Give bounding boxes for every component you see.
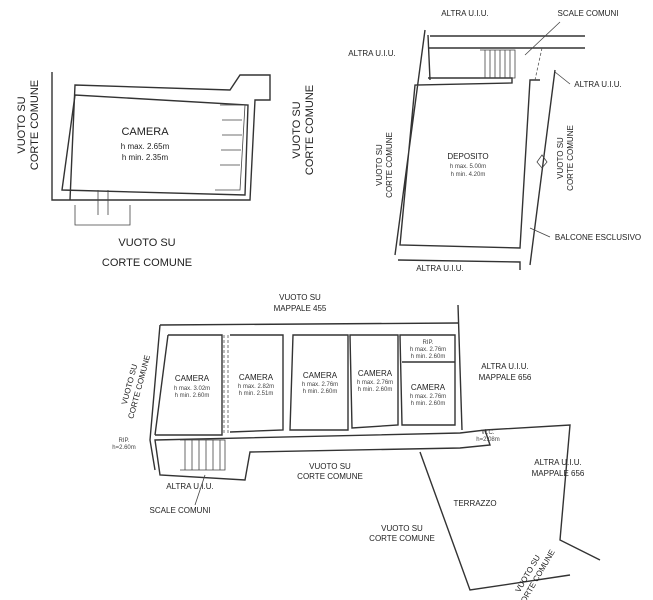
- room-walls: [155, 334, 456, 436]
- room-camera-1: CAMERA h max. 3.02m h min. 2.60m: [174, 374, 210, 399]
- label-bottom: ALTRA U.I.U.: [416, 264, 463, 273]
- room-h-max: h max. 2.65m: [121, 142, 170, 151]
- label-top: ALTRA U.I.U.: [441, 9, 488, 18]
- label-stairs: SCALE COMUNI: [150, 506, 211, 515]
- plan-top-left: CAMERA h max. 2.65m h min. 2.35m VUOTO S…: [16, 72, 316, 269]
- label-right-upper-1: ALTRA U.I.U.: [481, 362, 528, 371]
- svg-text:CAMERA: CAMERA: [175, 374, 210, 383]
- label-corte-2: CORTE COMUNE: [297, 472, 363, 481]
- svg-text:CORTE COMUNE: CORTE COMUNE: [304, 85, 316, 175]
- svg-text:h min. 2.60m: h min. 2.60m: [303, 389, 338, 395]
- svg-text:RIP.: RIP.: [119, 438, 130, 444]
- svg-text:h max. 2.82m: h max. 2.82m: [238, 384, 274, 390]
- label-corte-1: VUOTO SU: [309, 462, 351, 471]
- svg-text:h max. 2.76m: h max. 2.76m: [410, 394, 446, 400]
- label-top-1: VUOTO SU: [279, 293, 321, 302]
- stairs: [480, 49, 516, 79]
- label-left-upper: ALTRA U.I.U.: [348, 49, 395, 58]
- room-name: DEPOSITO: [447, 152, 488, 161]
- label-right-upper-2: MAPPALE 656: [479, 373, 532, 382]
- svg-text:h=2.08m: h=2.08m: [476, 437, 500, 443]
- label-left: VUOTO SU CORTE COMUNE: [120, 354, 152, 420]
- label-right: VUOTO SU CORTE COMUNE: [291, 85, 316, 175]
- svg-text:CORTE COMUNE: CORTE COMUNE: [29, 80, 41, 170]
- plan-top-right: ALTRA U.I.U. SCALE COMUNI ALTRA U.I.U. A…: [348, 9, 641, 273]
- door-arrow: [536, 154, 548, 169]
- label-bottom-2: CORTE COMUNE: [102, 257, 192, 269]
- svg-text:CAMERA: CAMERA: [239, 373, 274, 382]
- room-wc: W.C. h=2.08m: [476, 430, 500, 443]
- svg-text:VUOTO SU: VUOTO SU: [16, 96, 28, 153]
- label-corte-lower-1: VUOTO SU: [381, 524, 423, 533]
- svg-text:CAMERA: CAMERA: [358, 369, 393, 378]
- balcony: [74, 190, 131, 226]
- label-right: VUOTO SU CORTE COMUNE: [556, 125, 575, 191]
- room-camera-3: CAMERA h max. 2.76m h min. 2.60m: [302, 371, 338, 395]
- walls: [394, 29, 585, 256]
- svg-text:h max. 2.76m: h max. 2.76m: [410, 347, 446, 353]
- svg-text:h=2.60m: h=2.60m: [112, 445, 136, 451]
- room-camera-4: CAMERA h max. 2.76m h min. 2.60m: [357, 369, 393, 393]
- svg-text:VUOTO SU: VUOTO SU: [291, 101, 303, 158]
- label-top-2: MAPPALE 455: [274, 304, 327, 313]
- room-camera-5: CAMERA h max. 2.76m h min. 2.60m: [410, 383, 446, 407]
- label-bottom-1: VUOTO SU: [118, 237, 175, 249]
- walls: [51, 72, 271, 201]
- svg-text:RIP.: RIP.: [423, 340, 434, 346]
- label-right-upper: ALTRA U.I.U.: [574, 80, 621, 89]
- svg-text:h max. 2.76m: h max. 2.76m: [302, 382, 338, 388]
- room-h-max: h max. 5.00m: [450, 164, 486, 170]
- room-outline: [61, 94, 249, 196]
- corridor: [154, 429, 491, 481]
- terrace: [419, 424, 601, 591]
- svg-text:h min. 2.60m: h min. 2.60m: [411, 401, 446, 407]
- label-right-lower-1: ALTRA U.I.U.: [534, 458, 581, 467]
- room-name: CAMERA: [121, 126, 169, 138]
- room-rip-top: RIP. h max. 2.76m h min. 2.60m: [410, 340, 446, 360]
- svg-text:h min. 2.60m: h min. 2.60m: [411, 354, 446, 360]
- label-right-lower-2: MAPPALE 656: [532, 469, 585, 478]
- label-corte-diag: VUOTO SU CORTE COMUNE: [514, 548, 557, 600]
- svg-text:h min. 2.60m: h min. 2.60m: [175, 393, 210, 399]
- label-left: VUOTO SU CORTE COMUNE: [375, 132, 394, 198]
- room-rip-left: RIP. h=2.60m: [112, 438, 136, 451]
- stairs: [215, 104, 246, 191]
- label-altra-bottom: ALTRA U.I.U.: [166, 482, 213, 491]
- label-terrace: TERRAZZO: [453, 499, 496, 508]
- walls-outer: [149, 322, 459, 471]
- walls-outer: [397, 69, 556, 270]
- room-camera-2: CAMERA h max. 2.82m h min. 2.51m: [238, 373, 274, 397]
- room-h-min: h min. 4.20m: [451, 172, 486, 178]
- label-left: VUOTO SU CORTE COMUNE: [16, 80, 41, 170]
- svg-text:CAMERA: CAMERA: [411, 383, 446, 392]
- svg-text:CORTE COMUNE: CORTE COMUNE: [566, 125, 575, 191]
- label-balcony: BALCONE ESCLUSIVO: [555, 233, 641, 242]
- svg-text:h max. 3.02m: h max. 3.02m: [174, 386, 210, 392]
- label-corte-lower-2: CORTE COMUNE: [369, 534, 435, 543]
- svg-text:CORTE COMUNE: CORTE COMUNE: [385, 132, 394, 198]
- svg-text:h max. 2.76m: h max. 2.76m: [357, 380, 393, 386]
- svg-text:VUOTO SU: VUOTO SU: [556, 137, 565, 179]
- svg-text:h min. 2.60m: h min. 2.60m: [358, 387, 393, 393]
- stairs: [180, 439, 226, 471]
- label-stairs: SCALE COMUNI: [558, 9, 619, 18]
- plan-bottom: VUOTO SU MAPPALE 455 VUOTO SU CORTE COMU…: [112, 293, 601, 600]
- svg-text:h min. 2.51m: h min. 2.51m: [239, 391, 274, 397]
- svg-text:VUOTO SU: VUOTO SU: [375, 144, 384, 186]
- svg-text:CAMERA: CAMERA: [303, 371, 338, 380]
- svg-text:W.C.: W.C.: [482, 430, 495, 436]
- room-h-min: h min. 2.35m: [122, 153, 169, 162]
